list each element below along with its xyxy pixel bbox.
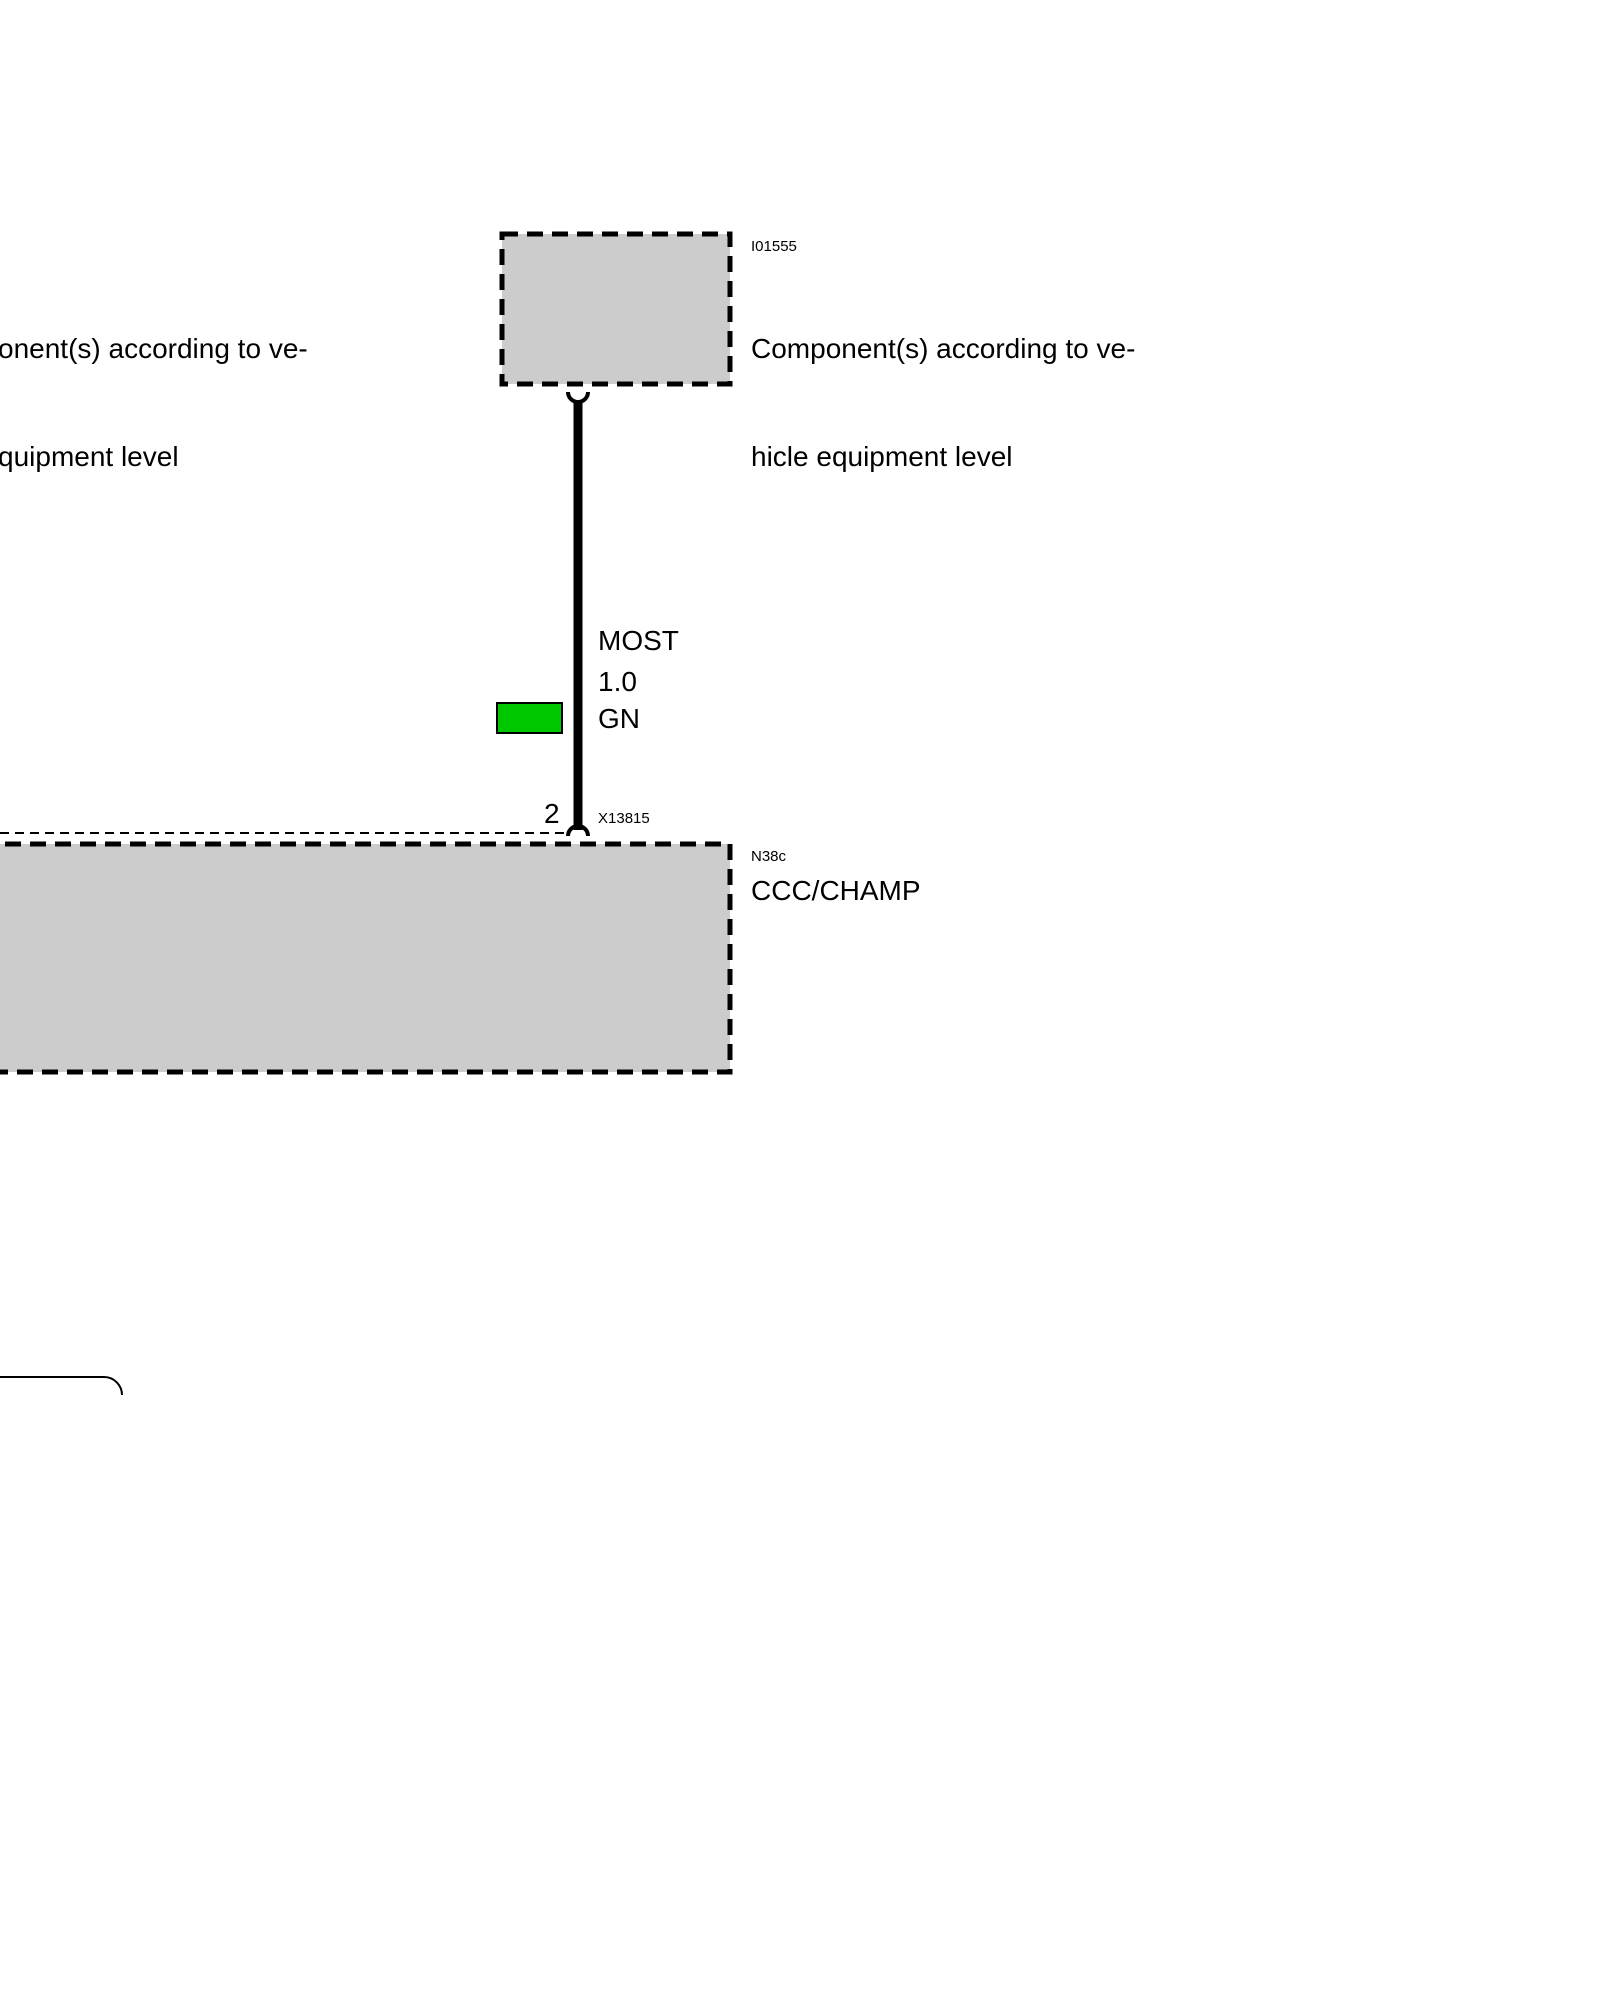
top-component-box bbox=[499, 231, 733, 387]
bottom-connector-symbol bbox=[566, 824, 590, 837]
wire-color-code: GN bbox=[598, 703, 640, 734]
top-component-code: I01555 bbox=[751, 238, 797, 255]
wire-cross-section: 1.0 bbox=[598, 666, 637, 697]
top-component-label: Component(s) according to ve- hicle equi… bbox=[751, 259, 1135, 511]
wire-color-swatch bbox=[496, 702, 563, 734]
connector-pin-number: 2 bbox=[544, 798, 560, 829]
connector-code: X13815 bbox=[598, 810, 650, 827]
top-component-label-line1: Component(s) according to ve- bbox=[751, 333, 1136, 364]
frame-corner bbox=[0, 1376, 123, 1396]
top-component-label-line2: hicle equipment level bbox=[751, 441, 1013, 472]
left-component-label: onent(s) according to ve- quipment level bbox=[0, 259, 308, 511]
left-component-label-line2: quipment level bbox=[0, 441, 179, 472]
left-component-label-line1: onent(s) according to ve- bbox=[0, 333, 308, 364]
bottom-component-code: N38c bbox=[751, 848, 787, 865]
bottom-component-label: CCC/CHAMP bbox=[751, 875, 921, 906]
wire-bus-label: MOST bbox=[598, 625, 679, 656]
bottom-component-box bbox=[0, 841, 733, 1075]
